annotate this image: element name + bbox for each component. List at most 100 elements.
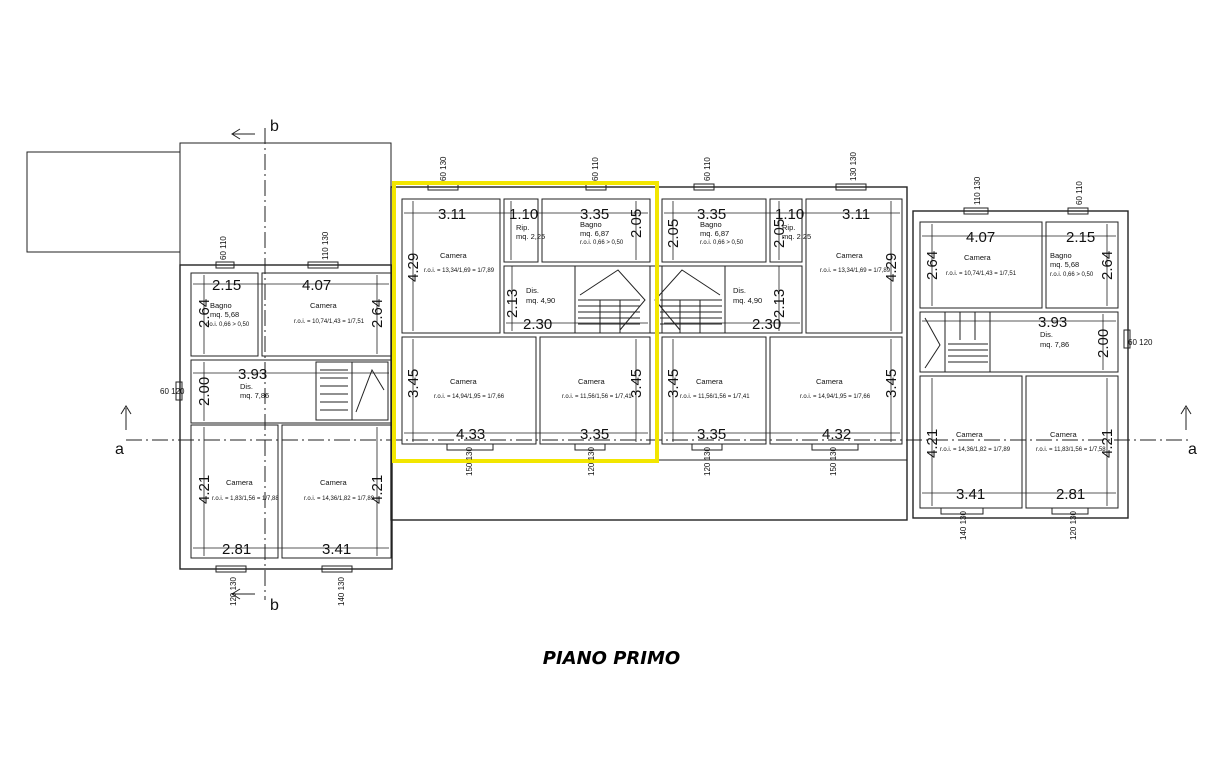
m-room-camera-top — [805, 198, 903, 334]
window-tag: 150 130 — [829, 447, 838, 476]
dim-label: 2.30 — [752, 316, 781, 333]
room-roi: r.o.i. = 11,83/1,56 = 1/7,58 — [1036, 447, 1106, 453]
window-tag: 60 130 — [439, 156, 448, 181]
r-room-bagno — [1045, 221, 1119, 309]
room-name: Bagno — [580, 220, 602, 229]
window-tag: 140 130 — [337, 577, 346, 606]
dim-label: 3.35 — [580, 426, 609, 443]
dim-label: 1.10 — [775, 206, 804, 223]
room-roi: r.o.i. 0,66 > 0,50 — [206, 322, 250, 328]
room-name: Bagno — [210, 301, 232, 310]
dim-label: 3.35 — [697, 426, 726, 443]
dim-label: 2.00 — [196, 377, 213, 406]
room-area: mq. 7,86 — [1040, 340, 1069, 349]
room-name: Dis. — [240, 382, 253, 391]
dim-label: 2.64 — [924, 251, 941, 280]
dim-label: 4.07 — [302, 277, 331, 294]
room-name: Dis. — [1040, 330, 1053, 339]
room-name: Camera — [964, 253, 992, 262]
section-arrows — [120, 128, 1192, 600]
dim-label: 3.35 — [697, 206, 726, 223]
window-tag: 60 110 — [703, 157, 712, 181]
room-name: Camera — [1050, 430, 1078, 439]
dim-label: 3.11 — [842, 206, 870, 223]
central-block-wall — [390, 186, 908, 521]
dim-label: 3.41 — [956, 486, 985, 503]
room-name: Dis. — [733, 286, 746, 295]
window-tag: 120 130 — [1069, 511, 1078, 540]
h-room-bagno — [541, 198, 651, 263]
window-tag: 60 110 — [591, 157, 600, 181]
dim-label: 4.32 — [822, 426, 851, 443]
room-roi: r.o.i. = 10,74/1,43 = 1/7,51 — [946, 271, 1017, 277]
room-roi: r.o.i. 0,66 > 0,50 — [700, 240, 744, 246]
dim-label: 3.45 — [405, 369, 422, 398]
stairs-right — [919, 311, 991, 373]
room-area: mq. 4,90 — [526, 296, 555, 305]
right-unit-wall — [912, 210, 1129, 519]
window-tag: 60 110 — [219, 236, 228, 260]
dim-label: 2.15 — [212, 277, 241, 294]
room-roi: r.o.i. = 1,83/1,56 = 1/7,88 — [212, 496, 279, 502]
dim-label: 2.13 — [771, 289, 788, 318]
dim-label: 3.93 — [238, 366, 267, 383]
room-name: Camera — [836, 251, 864, 260]
plan-title: PIANO PRIMO — [542, 648, 681, 669]
room-name: Rip. — [782, 223, 795, 232]
dim-label: 4.21 — [196, 475, 213, 504]
dim-label: 3.45 — [883, 369, 900, 398]
room-area: mq. 5,68 — [1050, 260, 1079, 269]
room-name: Rip. — [516, 223, 529, 232]
left-room-disimpegno — [190, 359, 392, 424]
dim-label: 4.21 — [1099, 429, 1116, 458]
dim-label: 4.21 — [369, 475, 386, 504]
room-name: Camera — [440, 251, 468, 260]
m-room-bagno — [661, 198, 767, 263]
dim-label: 2.64 — [1099, 251, 1116, 280]
room-name: Camera — [578, 377, 606, 386]
room-name: Bagno — [1050, 251, 1072, 260]
room-labels: Bagno mq. 5,68 r.o.i. 0,66 > 0,50 Camera… — [206, 220, 1106, 502]
window-tag: 150 130 — [465, 447, 474, 476]
room-area: mq. 4,90 — [733, 296, 762, 305]
dim-label: 2.81 — [1056, 486, 1085, 503]
dim-label: 3.45 — [628, 369, 645, 398]
dim-label: 2.05 — [628, 209, 645, 238]
window-tag: 140 130 — [959, 511, 968, 540]
m-room-ripostiglio — [769, 198, 803, 263]
window-tag: 120 130 — [229, 577, 238, 606]
dimension-lines — [193, 201, 1116, 556]
room-roi: r.o.i. = 14,36/1,82 = 1/7,89 — [304, 496, 375, 502]
r-room-camera-top — [919, 221, 1043, 309]
window-tags: 60 110 110 130 60 120 120 130 140 130 60… — [160, 152, 1153, 606]
dim-label: 1.10 — [509, 206, 538, 223]
room-area: mq. 7,86 — [240, 391, 269, 400]
room-name: Camera — [816, 377, 844, 386]
h-room-camera-top — [401, 198, 501, 334]
stairs-center — [574, 265, 726, 334]
room-name: Bagno — [700, 220, 722, 229]
dim-label: 2.30 — [523, 316, 552, 333]
dim-label: 4.33 — [456, 426, 485, 443]
room-area: mq. 6,87 — [580, 229, 609, 238]
dimension-labels: 2.15 4.07 2.64 2.64 3.93 2.00 4.21 4.21 … — [196, 206, 1116, 558]
room-name: Camera — [450, 377, 478, 386]
room-roi: r.o.i. = 13,34/1,69 = 1/7,89 — [820, 268, 891, 274]
dim-label: 2.64 — [369, 299, 386, 328]
dim-label: 3.35 — [580, 206, 609, 223]
room-roi: r.o.i. 0,66 > 0,50 — [580, 240, 624, 246]
left-room-bagno — [190, 272, 259, 357]
dim-label: 2.64 — [196, 299, 213, 328]
dim-label: 2.15 — [1066, 229, 1095, 246]
left-room-camera-bl — [190, 424, 279, 559]
room-roi: r.o.i. = 10,74/1,43 = 1/7,51 — [294, 319, 365, 325]
room-area: mq. 5,68 — [210, 310, 239, 319]
h-room-ripostiglio — [503, 198, 539, 263]
window-tag: 110 130 — [321, 231, 330, 260]
room-name: Dis. — [526, 286, 539, 295]
section-a-right-label: a — [1188, 441, 1197, 458]
room-name: Camera — [956, 430, 984, 439]
window-tag: 60 120 — [160, 387, 185, 396]
section-b-bottom-label: b — [270, 597, 279, 614]
window-tag: 120 130 — [703, 447, 712, 476]
